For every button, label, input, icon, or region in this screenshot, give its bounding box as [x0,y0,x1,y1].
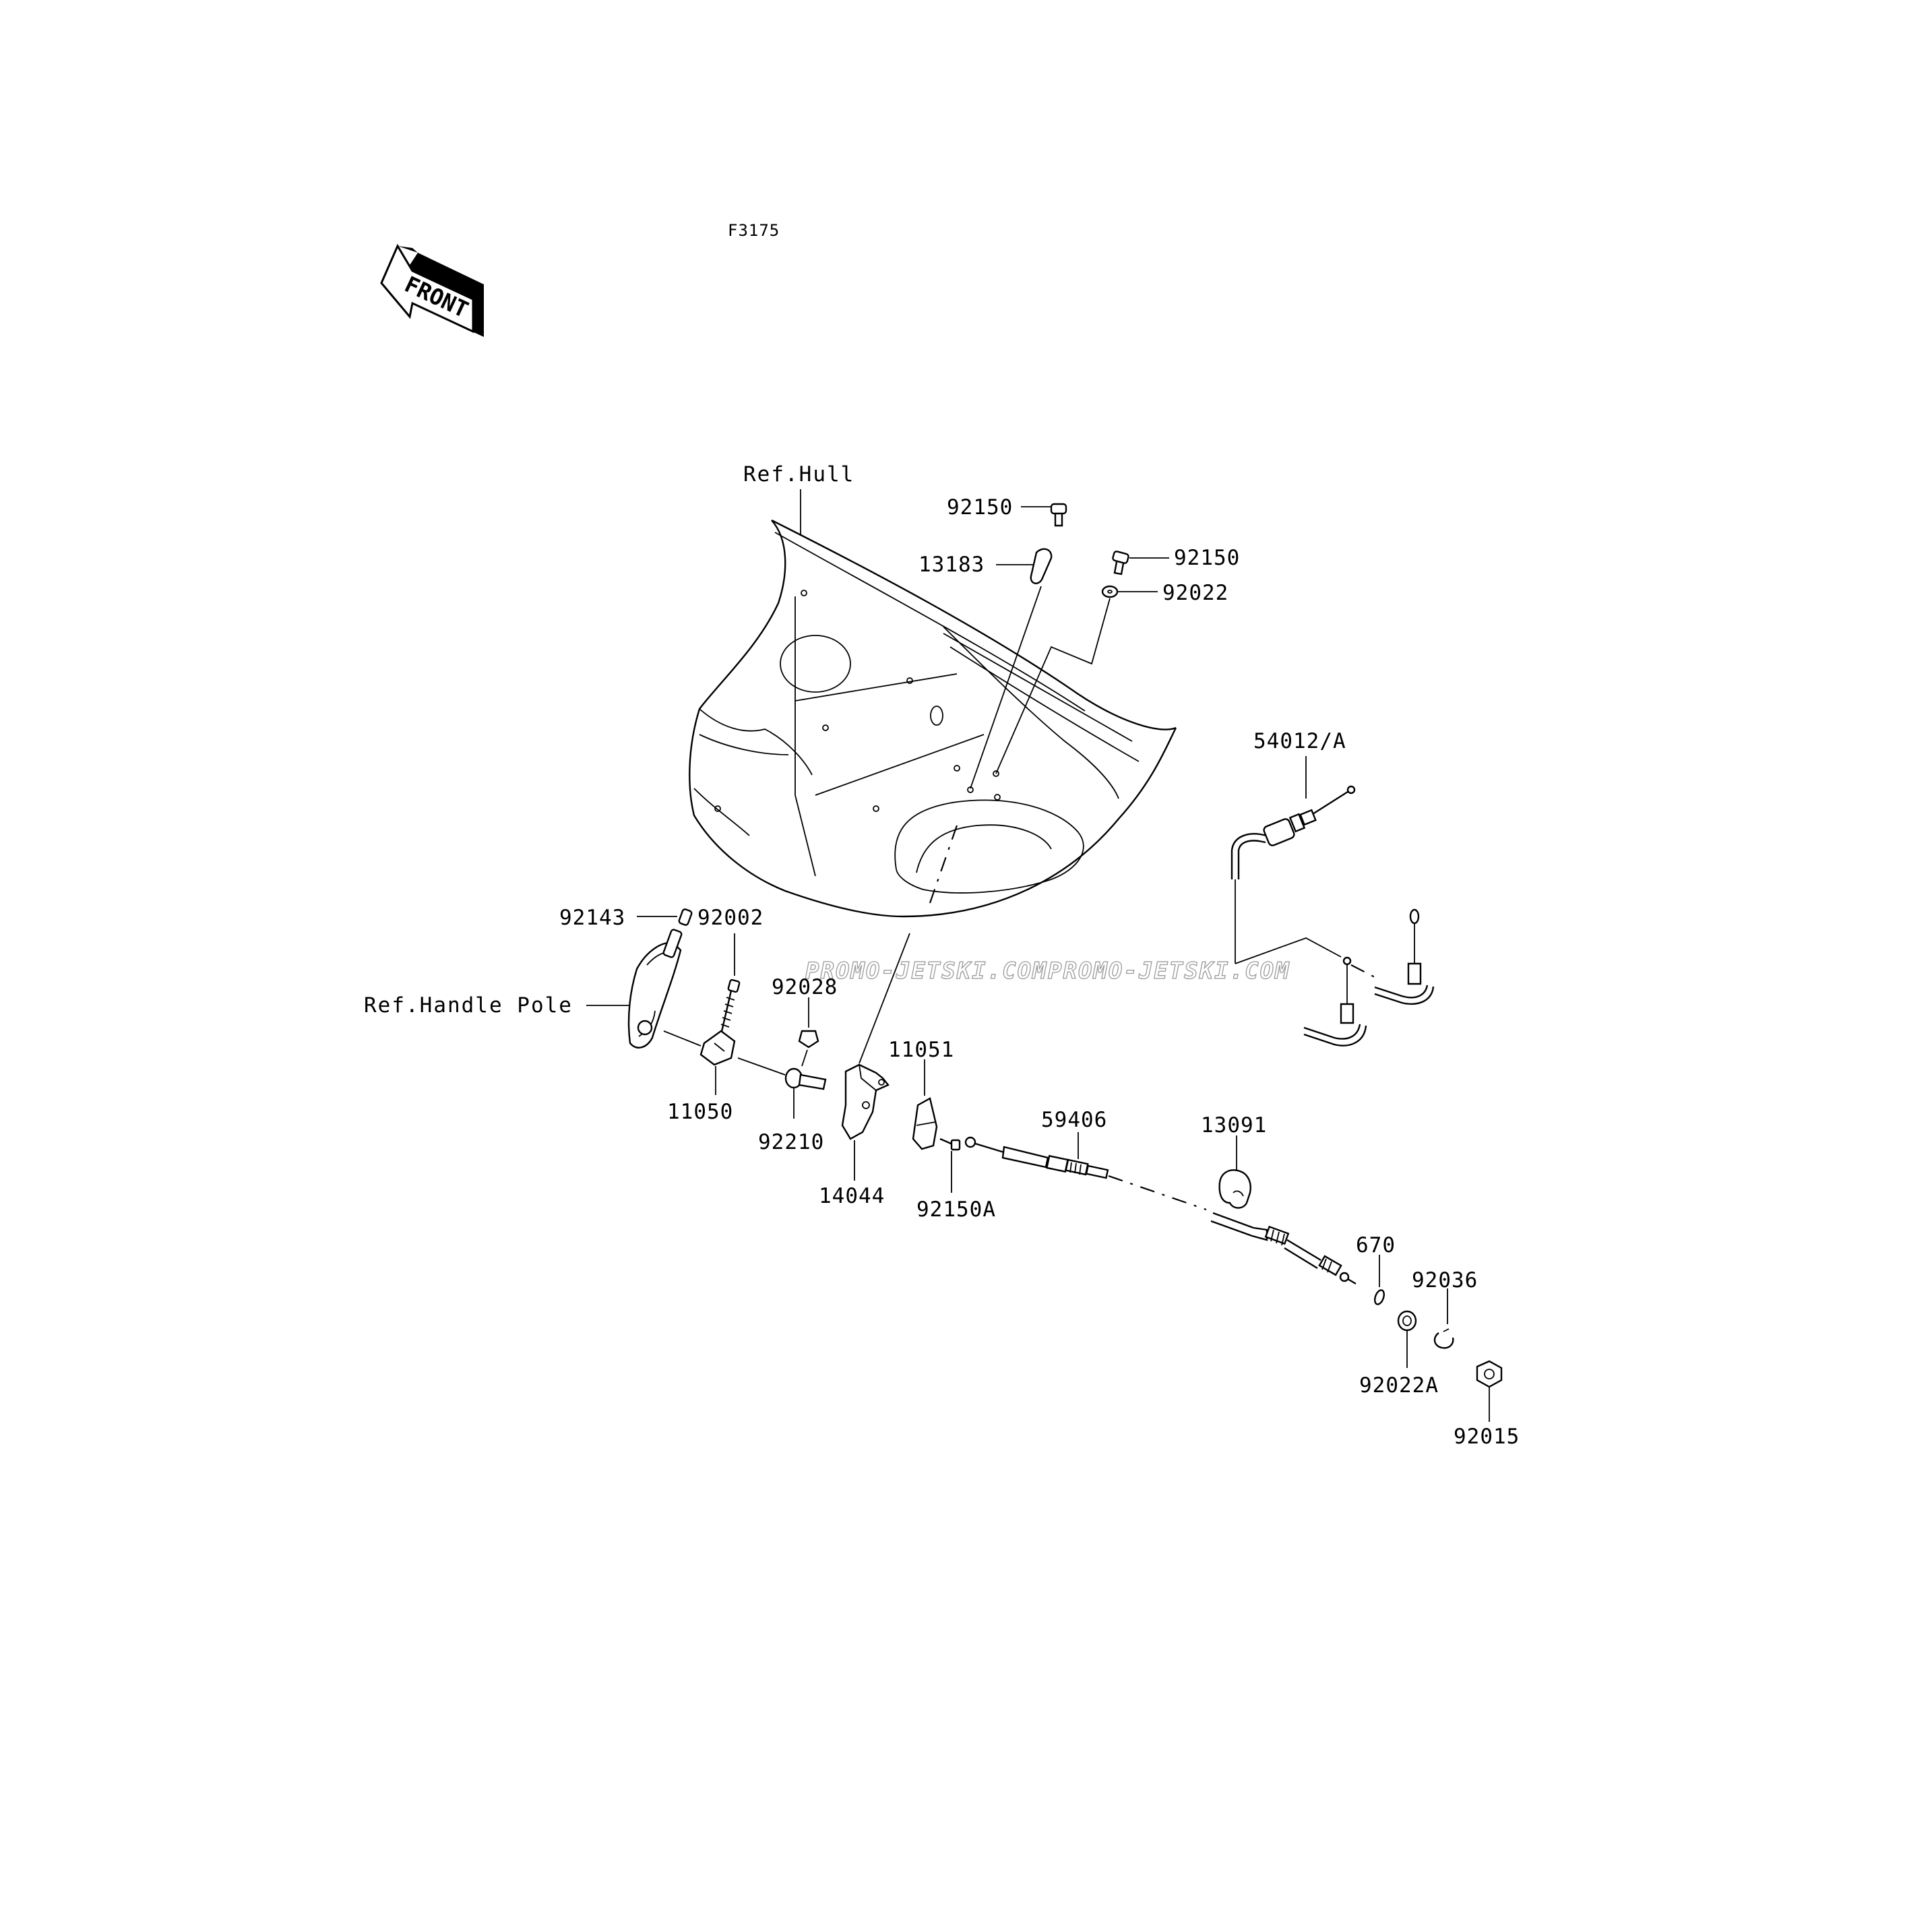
nut-92015 [1476,1360,1503,1388]
part-label-92028: 92028 [772,975,838,999]
bolt-92150a [939,1138,961,1151]
part-label-92002: 92002 [697,906,764,930]
washer-92022 [1101,585,1119,598]
part-label-59406: 59406 [1041,1108,1107,1132]
part-label-14044: 14044 [819,1184,885,1208]
cable-54012-a [1230,785,1435,1047]
oring-670 [1374,1289,1385,1305]
bolt-92150-right [1112,551,1129,575]
hull-outline [689,519,1177,918]
washer-92022a [1397,1310,1417,1332]
part-label-92143: 92143 [559,906,625,930]
clip-92036 [1433,1328,1454,1349]
ref-hull-label: Ref.Hull [743,462,854,487]
diagram-code: F3175 [728,221,780,240]
part-label-11050: 11050 [667,1100,733,1124]
part-label-54012-a: 54012/A [1253,729,1346,753]
holder-13091 [1218,1169,1251,1209]
bracket-14044 [841,1063,890,1140]
part-label-92150-right: 92150 [1174,546,1240,570]
screw-92002 [720,978,741,1035]
nut-92028 [798,1030,819,1049]
part-label-92022a: 92022A [1359,1373,1439,1398]
ref-handle-pole-label: Ref.Handle Pole [364,993,573,1018]
watermark-2: PROMO-JETSKI.COM [1048,958,1290,985]
part-label-13091: 13091 [1201,1113,1267,1138]
boot-11051 [912,1097,938,1150]
bracket-13183 [1030,548,1053,584]
part-label-92210: 92210 [758,1130,824,1154]
part-label-92150-top: 92150 [947,495,1013,520]
part-label-13183: 13183 [918,553,985,577]
watermark-1: PROMO-JETSKI.COM [805,958,1048,985]
part-label-92015: 92015 [1454,1425,1520,1449]
handle-pole [627,929,683,1049]
front-arrow-icon: FRONT [380,243,484,337]
cable-59406 [964,1136,1357,1285]
part-label-92150a: 92150A [916,1197,996,1222]
pin-92143 [678,908,693,926]
part-label-670: 670 [1356,1233,1396,1257]
part-label-11051: 11051 [888,1038,954,1062]
part-label-92022: 92022 [1162,581,1228,605]
bolt-92150-top [1050,503,1067,527]
clamp-11050 [699,1030,736,1066]
part-label-92036: 92036 [1412,1268,1478,1292]
eyebolt-92210 [784,1067,827,1090]
